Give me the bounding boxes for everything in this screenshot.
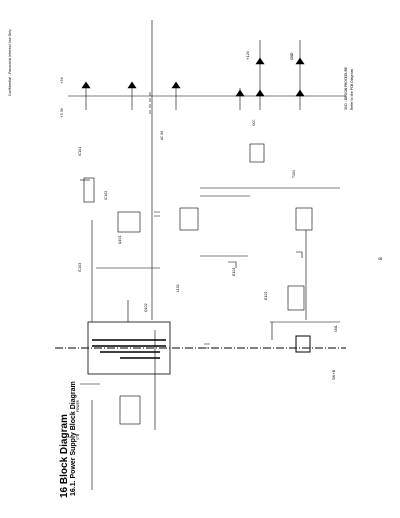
ic-block-1	[83, 177, 95, 203]
connector-label-9: T101	[292, 169, 296, 178]
corner-note: Confidential - Panasonic Internal Use On…	[8, 29, 12, 96]
left-block-label: POWER	[76, 400, 80, 412]
page-mark: B	[378, 257, 383, 260]
capacitor-mark-2	[154, 211, 160, 217]
transformer-block	[87, 321, 171, 375]
ic-block-7	[295, 335, 311, 353]
ic-block-4	[295, 207, 313, 231]
net-label-7: SW+B	[332, 369, 336, 380]
connector-label-1: IC101	[78, 146, 82, 156]
ic-block-5	[249, 143, 265, 163]
bottom-right-note-line1: SVD : DESIGN PROCEDURE	[344, 67, 348, 110]
connector-label-6: L101	[176, 284, 180, 292]
ic-block-6	[287, 285, 305, 311]
capacitor-mark-1	[204, 343, 210, 349]
connector-label-5: Q102	[144, 303, 148, 312]
ic-block-3	[179, 207, 199, 231]
net-label-6: AC IN	[160, 131, 164, 140]
section-title: 16 Block Diagram	[59, 414, 70, 498]
resistor-mark	[296, 251, 303, 258]
connector-label-8: D102	[264, 291, 268, 300]
net-label-5: VCC	[252, 119, 256, 126]
net-label-8: STB	[76, 433, 80, 440]
switch-mark	[228, 261, 237, 268]
input-filter-block	[119, 395, 141, 425]
net-label-2: +3.3V	[60, 108, 64, 118]
ic-block-2	[117, 211, 141, 233]
net-label-1: +5V	[60, 77, 64, 84]
connector-label-3: IC103	[78, 262, 82, 272]
connector-label-10: CN1	[334, 325, 338, 332]
connector-label-4: Q101	[118, 235, 122, 244]
net-label-3: +12V	[246, 51, 250, 60]
connector-label-7: D101	[232, 267, 236, 276]
net-label-4: GND	[290, 52, 294, 60]
bottom-right-note-line2: Refer to the PCB Diagram	[350, 69, 354, 110]
connector-label-2: IC102	[104, 190, 108, 200]
